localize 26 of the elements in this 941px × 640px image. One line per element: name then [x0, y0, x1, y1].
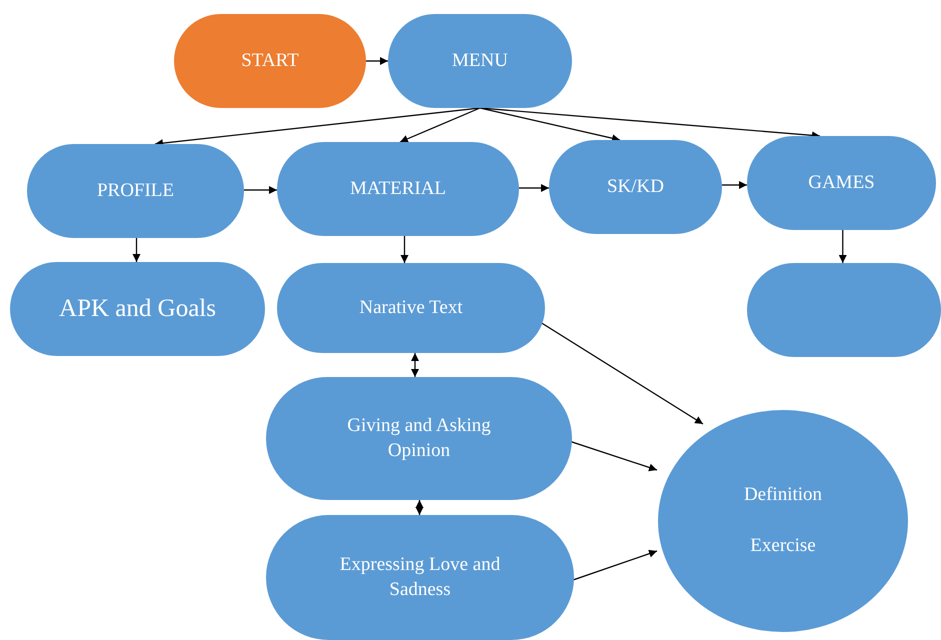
arrow	[480, 107, 620, 142]
node-label: SK/KD	[606, 174, 664, 199]
process-box	[747, 263, 941, 357]
node-label: Expressing Love and Sadness	[338, 552, 502, 602]
node-label: GAMES	[808, 170, 875, 195]
arrow	[838, 230, 847, 263]
arrow	[572, 550, 658, 581]
node-label: Definition	[744, 483, 822, 508]
arrow	[132, 238, 140, 262]
arrow	[400, 236, 408, 263]
node-label: MATERIAL	[350, 176, 446, 201]
node-label: Exercise	[750, 534, 816, 558]
node-label: APK and Goals	[59, 294, 216, 324]
arrow	[519, 184, 549, 192]
arrow	[540, 322, 704, 424]
node-label: PROFILE	[96, 178, 174, 203]
node-label: START	[241, 48, 299, 73]
node-label: MENU	[452, 48, 508, 73]
node-label: Giving and Asking Opinion	[346, 414, 492, 462]
arrow	[366, 57, 388, 65]
arrow	[416, 500, 424, 515]
arrow	[400, 107, 480, 143]
arrow	[722, 181, 748, 189]
arrow	[411, 353, 419, 377]
arrow	[244, 186, 277, 194]
node-label: Narative Text	[359, 296, 463, 320]
